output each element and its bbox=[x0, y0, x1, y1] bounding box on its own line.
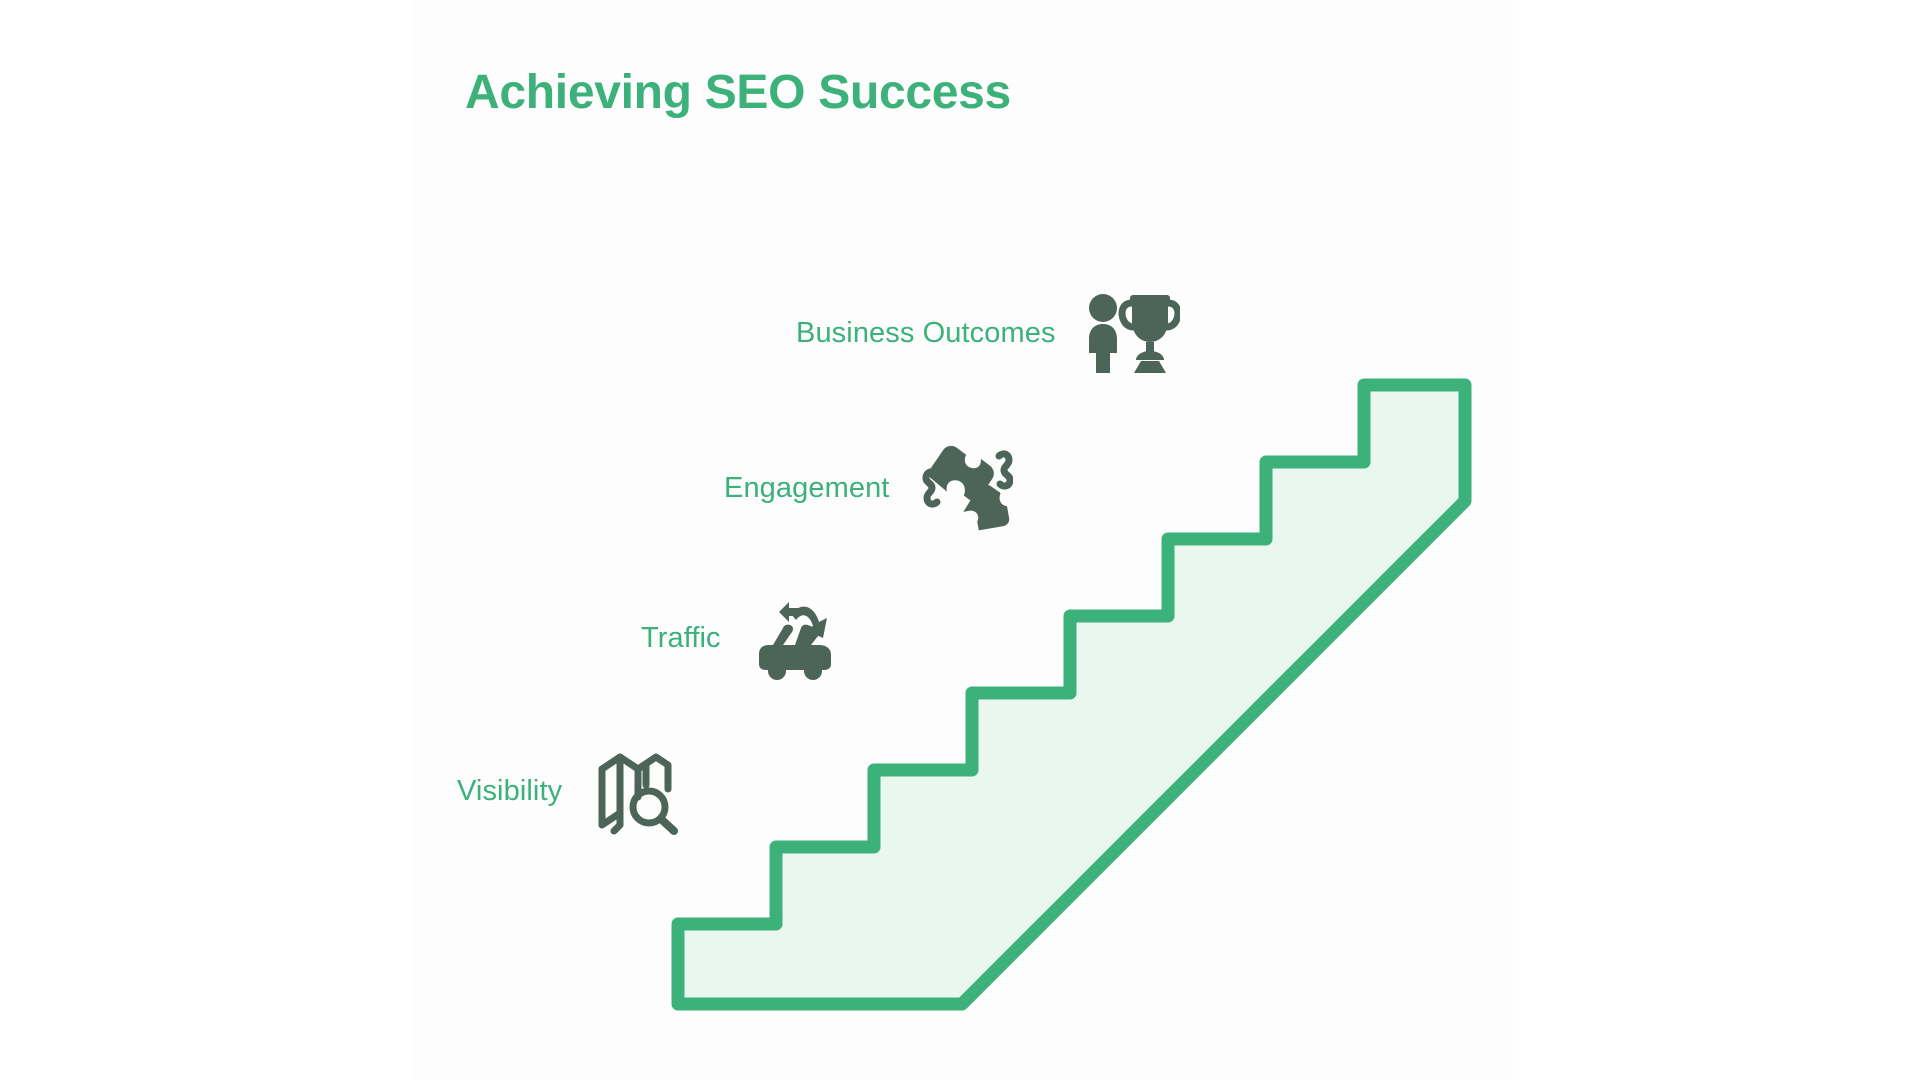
step-item-engagement[interactable]: Engagement bbox=[724, 440, 1014, 536]
step-label-visibility: Visibility bbox=[457, 774, 563, 807]
step-label-traffic: Traffic bbox=[641, 621, 721, 654]
step-label-engagement: Engagement bbox=[724, 471, 890, 504]
map-search-icon bbox=[590, 745, 682, 837]
step-item-business-outcomes[interactable]: Business Outcomes bbox=[796, 287, 1180, 379]
step-item-visibility[interactable]: Visibility bbox=[457, 745, 682, 837]
step-label-business-outcomes: Business Outcomes bbox=[796, 316, 1056, 349]
person-trophy-icon bbox=[1084, 287, 1180, 379]
staircase-graphic bbox=[671, 378, 1472, 1011]
car-traffic-arrows-icon bbox=[749, 592, 841, 684]
slide-canvas: Achieving SEO Success Visibility bbox=[410, 0, 1513, 1080]
step-item-traffic[interactable]: Traffic bbox=[641, 592, 841, 684]
puzzle-pieces-icon bbox=[917, 440, 1014, 536]
page-title: Achieving SEO Success bbox=[465, 66, 1011, 119]
